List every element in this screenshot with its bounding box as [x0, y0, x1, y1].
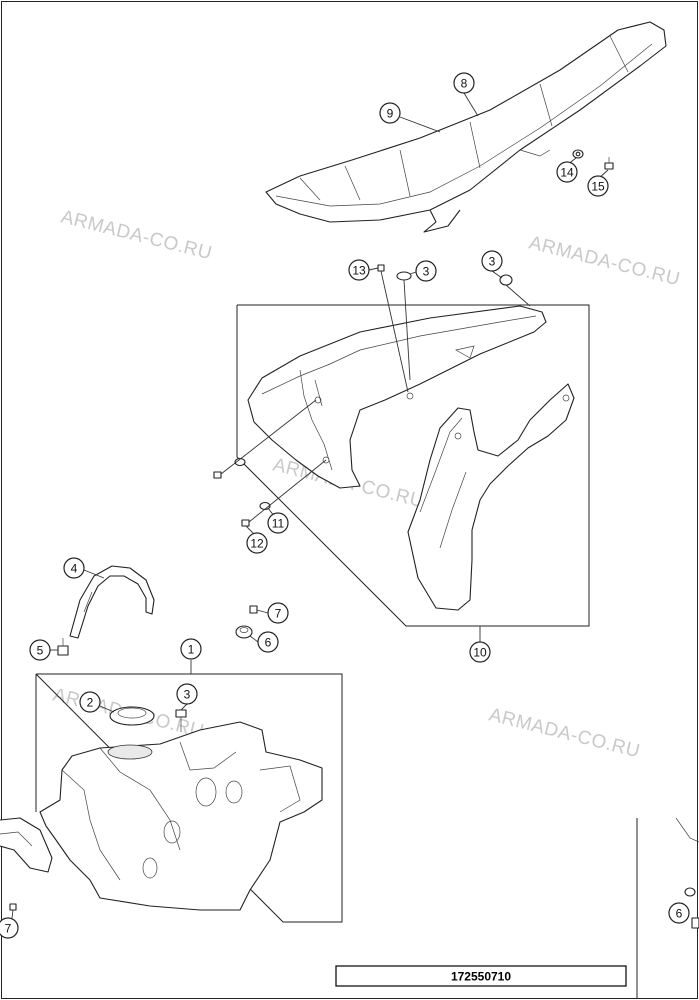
adjacent-assembly-right: [636, 817, 699, 998]
watermark-bottom-right: ARMADA-CO.RU: [487, 704, 642, 762]
panel-hardware: [213, 264, 531, 527]
callout-9-label: 9: [387, 107, 394, 121]
watermark-group: ARMADA-CO.RU ARMADA-CO.RU ARMADA-CO.RU A…: [51, 206, 682, 762]
callout-1: 1: [180, 638, 202, 660]
callout-14: 14: [556, 161, 578, 183]
hose-drawing: [57, 565, 258, 656]
seat-drawing: [265, 21, 667, 233]
callout-1-label: 1: [188, 643, 195, 657]
callout-6-upper-label: 6: [265, 636, 272, 650]
callout-11-label: 11: [272, 517, 285, 531]
callout-6-upper: 6: [257, 631, 279, 653]
drawing-code-box: 172550710: [335, 965, 627, 987]
callout-14-label: 14: [560, 166, 574, 180]
callout-5-label: 5: [37, 644, 44, 658]
seat-hardware: [572, 149, 614, 170]
callout-3-grommet-right-label: 3: [489, 255, 496, 269]
callout-2-label: 2: [87, 696, 94, 710]
callout-13: 13: [348, 259, 370, 281]
callout-12-label: 12: [250, 537, 264, 551]
callout-7-upper: 7: [267, 602, 289, 624]
callout-3-tank-label: 3: [184, 688, 191, 702]
callout-7-lower-label: 7: [5, 922, 12, 936]
callout-3-tank: 3: [176, 683, 198, 705]
callout-3-grommet-right: 3: [481, 250, 503, 272]
callout-2: 2: [79, 691, 101, 713]
callout-5: 5: [29, 639, 51, 661]
callout-12: 12: [246, 532, 268, 554]
callout-10-label: 10: [473, 646, 487, 660]
callout-7-lower: 7: [0, 917, 19, 939]
callout-8: 8: [453, 72, 475, 94]
adjacent-assembly-left: [0, 817, 53, 911]
side-panel-drawing: [247, 305, 575, 611]
callout-3-grommet-left: 3: [415, 260, 437, 282]
callout-8-label: 8: [461, 77, 468, 91]
callout-13-label: 13: [352, 264, 366, 278]
callout-6-lower: 6: [668, 902, 690, 924]
callout-9: 9: [379, 102, 401, 124]
callout-4-label: 4: [71, 562, 78, 576]
callout-10: 10: [469, 641, 491, 663]
callout-4: 4: [63, 557, 85, 579]
callout-15: 15: [587, 175, 609, 197]
fuel-tank-drawing: [39, 706, 323, 911]
callout-7-upper-label: 7: [275, 607, 282, 621]
callout-11: 11: [267, 512, 289, 534]
watermark-top-right: ARMADA-CO.RU: [527, 232, 682, 290]
watermark-top-left: ARMADA-CO.RU: [59, 206, 214, 264]
drawing-code: 172550710: [451, 970, 511, 984]
callout-15-label: 15: [591, 180, 605, 194]
frame-part-10: [236, 304, 590, 627]
leader-lines: [11, 92, 609, 919]
callout-6-lower-label: 6: [676, 907, 683, 921]
callout-3-grommet-left-label: 3: [423, 265, 430, 279]
